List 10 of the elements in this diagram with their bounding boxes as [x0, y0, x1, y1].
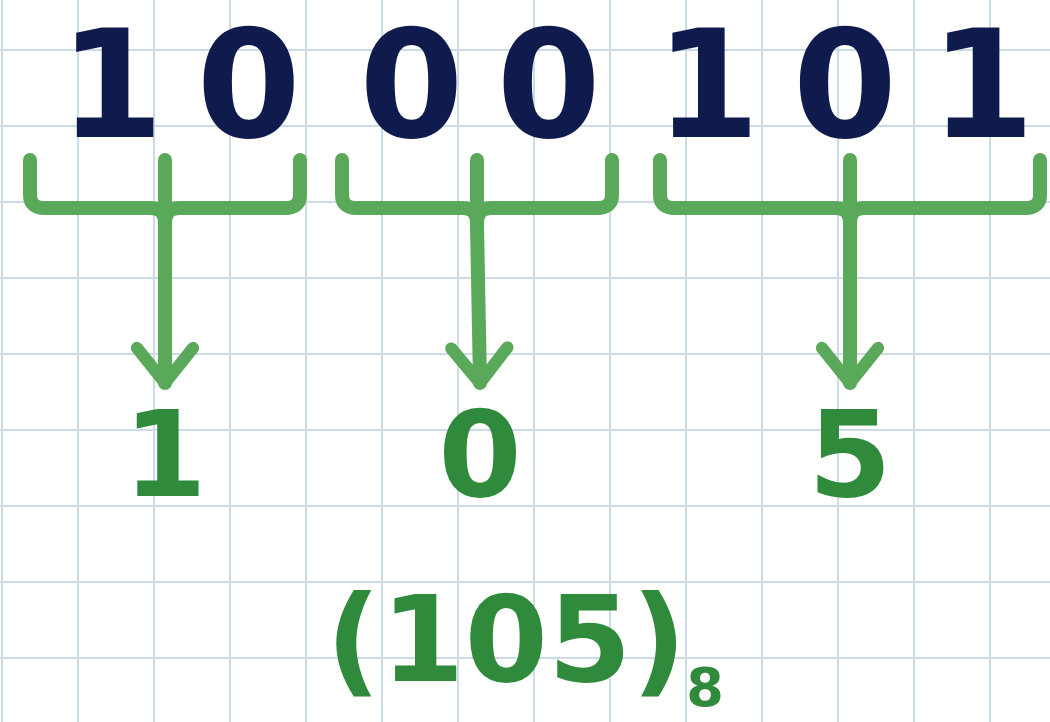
octal-digit: 1	[123, 395, 207, 515]
octal-digit: 0	[438, 395, 522, 515]
octal-digit: 5	[808, 395, 892, 515]
octal-result: (105)$_{8}$	[326, 570, 724, 709]
arrow	[815, 153, 885, 390]
arrow	[445, 153, 514, 390]
binary-digits: 101	[655, 10, 1050, 160]
binary-digits: 10	[59, 10, 334, 160]
arrow	[130, 153, 200, 390]
binary-digits: 00	[359, 10, 634, 160]
